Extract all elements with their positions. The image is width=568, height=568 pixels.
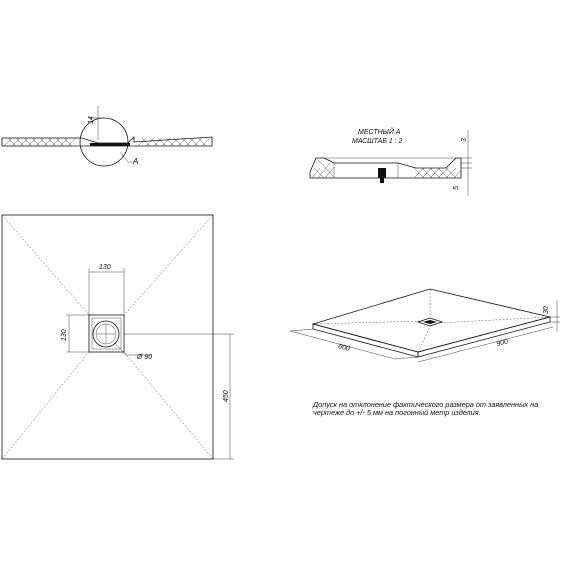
dim-section-height: 14 [88, 116, 95, 124]
dim-drain-width: 130 [99, 264, 111, 271]
dim-detail-top: 3 [461, 138, 468, 142]
dim-drain-height: 130 [61, 329, 68, 341]
detail-view: МЕСТНЫЙ А МАСШТАБ 1 : 2 [309, 127, 472, 196]
detail-drain-cap [378, 168, 386, 178]
note-line2: чертеже до +/- 5 мм на погонный метр изд… [313, 408, 481, 417]
dim-iso-height: 30 [543, 306, 550, 314]
tolerance-note: Допуск на отклонение фактического размер… [312, 400, 538, 417]
dim-iso-width: 900 [496, 338, 509, 348]
iso-drain [416, 317, 444, 327]
dim-drain-offset: 450 [223, 390, 230, 402]
section-view: 14 А [1, 106, 213, 167]
dim-detail-bottom: 5 [453, 186, 460, 190]
dim-iso-length: 800 [338, 343, 351, 353]
drain-grate [92, 320, 120, 348]
detail-hatching [311, 159, 461, 179]
callout-a: А [132, 157, 138, 166]
isometric-view: 800 900 30 [289, 288, 560, 363]
detail-label-line1: МЕСТНЫЙ А [358, 127, 401, 136]
drain-insert [90, 143, 130, 146]
note-line1: Допуск на отклонение фактического размер… [312, 400, 538, 409]
dim-drain-diameter: Ø 90 [136, 354, 152, 361]
drain-square [88, 314, 125, 353]
plan-outline [1, 214, 214, 460]
plan-view: 130 130 Ø 90 450 [1, 214, 234, 460]
detail-circle [79, 117, 129, 167]
detail-label-line2: МАСШТАБ 1 : 2 [352, 138, 403, 145]
section-hatching [3, 137, 211, 147]
